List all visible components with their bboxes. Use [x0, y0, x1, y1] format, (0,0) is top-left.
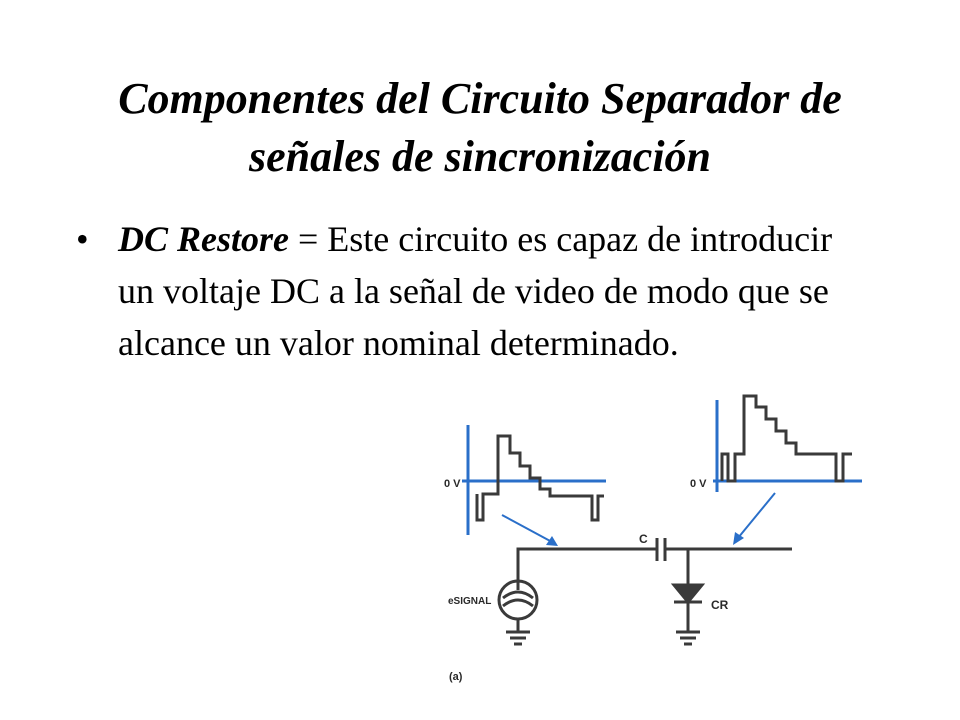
signal-label: eSIGNAL	[448, 596, 491, 607]
bullet-description: = Este circuito es capaz de introducir u…	[118, 219, 833, 363]
left-arrow-head	[546, 536, 558, 546]
right-signal-trace	[720, 394, 852, 483]
left-signal-trace	[475, 434, 604, 522]
circuit	[497, 538, 792, 646]
diode-triangle	[670, 583, 706, 605]
left-zero-label: 0 V	[444, 478, 461, 490]
slide-title: Componentes del Circuito Separador de se…	[40, 70, 920, 186]
bullet-dot: •	[76, 219, 89, 259]
bullet-item: • DC Restore = Este circuito es capaz de…	[76, 213, 876, 369]
bullet-term: DC Restore	[118, 219, 289, 259]
title-line-1: Componentes del Circuito Separador de	[118, 74, 842, 123]
right-waveform: 0 V	[690, 394, 862, 492]
left-arrow	[501, 514, 553, 543]
right-arrow	[737, 492, 776, 539]
figure-label: (a)	[449, 671, 463, 683]
bullet-text-block: DC Restore = Este circuito es capaz de i…	[118, 213, 876, 369]
diode-label: CR	[711, 598, 729, 612]
capacitor-label: C	[639, 532, 648, 546]
right-arrow-head	[733, 532, 744, 545]
signal-wire	[516, 547, 657, 590]
title-line-2: señales de sincronización	[248, 132, 712, 181]
signal-source-curve-top	[502, 590, 534, 600]
left-waveform: 0 V	[444, 425, 606, 535]
right-zero-label: 0 V	[690, 478, 707, 490]
arrows	[501, 492, 776, 546]
signal-source-curve-bottom	[502, 598, 534, 608]
